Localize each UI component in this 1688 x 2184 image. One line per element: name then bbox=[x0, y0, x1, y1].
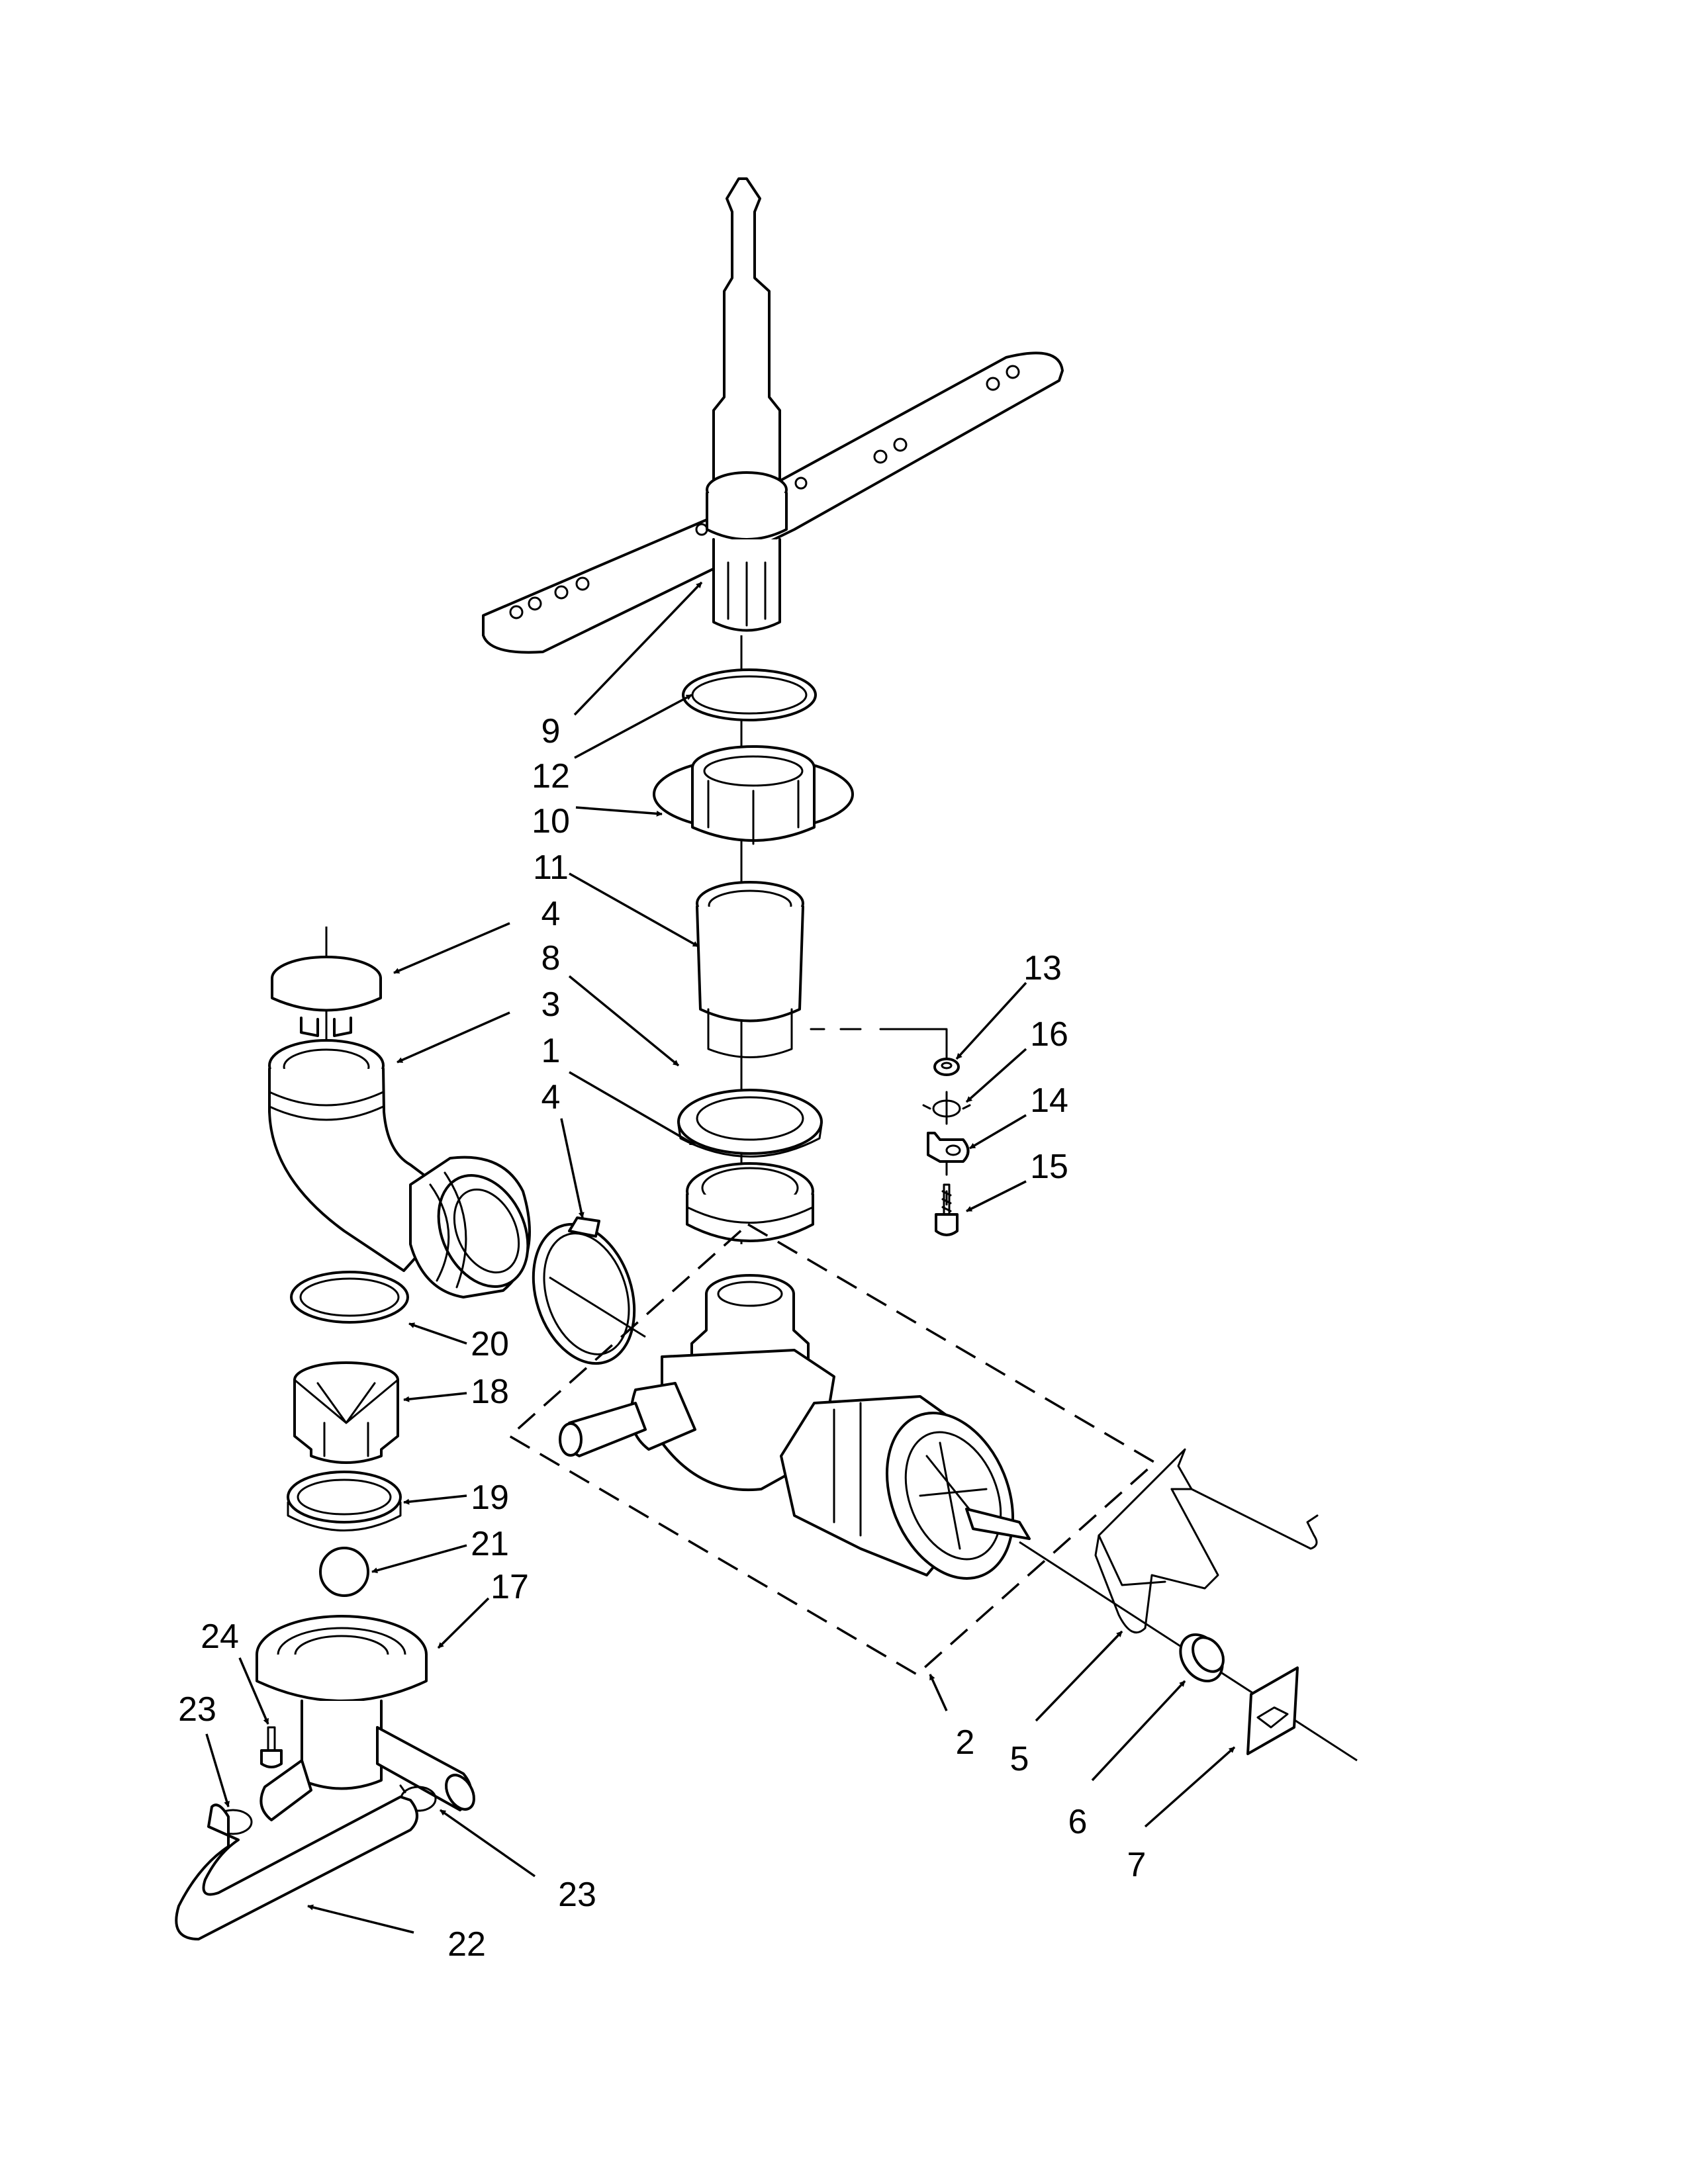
callout-10: 10 bbox=[532, 802, 570, 841]
part-20-o-ring[interactable] bbox=[290, 1271, 409, 1324]
part-8-seal[interactable] bbox=[677, 1089, 823, 1158]
callout-22: 22 bbox=[447, 1925, 486, 1964]
hardware-axis-line bbox=[810, 1028, 948, 1206]
callout-3: 3 bbox=[541, 985, 561, 1024]
callout-12: 12 bbox=[532, 757, 570, 796]
callout-23-left: 23 bbox=[178, 1690, 216, 1729]
callout-17: 17 bbox=[491, 1568, 529, 1606]
part-4-hose-clamp-upper[interactable] bbox=[271, 927, 382, 1059]
part-22-drain-hose[interactable] bbox=[175, 1796, 418, 1940]
callout-5: 5 bbox=[1010, 1740, 1029, 1778]
callout-14: 14 bbox=[1030, 1081, 1068, 1120]
part-24-screw[interactable] bbox=[260, 1726, 283, 1768]
part-16-lock-washer[interactable] bbox=[922, 1091, 971, 1125]
callout-15: 15 bbox=[1030, 1148, 1068, 1186]
part-2-frame-dashed bbox=[508, 1222, 1157, 1676]
part-4-hose-clamp-lower[interactable] bbox=[516, 1211, 651, 1377]
callout-13: 13 bbox=[1023, 949, 1062, 987]
part-7-plate[interactable] bbox=[1246, 1666, 1299, 1755]
callout-21: 21 bbox=[471, 1525, 509, 1563]
part-11-sleeve[interactable] bbox=[696, 881, 804, 1058]
callout-18: 18 bbox=[471, 1373, 509, 1411]
part-12-snap-ring[interactable] bbox=[682, 668, 817, 721]
part-17-sump-housing[interactable] bbox=[256, 1615, 480, 1821]
callout-16: 16 bbox=[1030, 1015, 1068, 1054]
part-18-filter[interactable] bbox=[293, 1361, 399, 1464]
leader-lines bbox=[205, 581, 1236, 1934]
callout-20: 20 bbox=[471, 1325, 509, 1363]
part-10-bearing-nut[interactable] bbox=[653, 745, 854, 845]
callout-2: 2 bbox=[956, 1723, 975, 1762]
callout-1: 1 bbox=[541, 1032, 561, 1070]
part-13-nut[interactable] bbox=[933, 1058, 960, 1076]
part-19-o-ring[interactable] bbox=[287, 1471, 402, 1531]
part-14-clip[interactable] bbox=[927, 1132, 970, 1163]
part-5-wire-spring[interactable] bbox=[1094, 1448, 1319, 1634]
callout-11: 11 bbox=[533, 848, 569, 887]
callout-4-upper: 4 bbox=[541, 895, 561, 933]
part-1-gasket[interactable] bbox=[686, 1162, 814, 1242]
part-15-screw[interactable] bbox=[935, 1183, 959, 1236]
part-2-pump-motor-assembly[interactable] bbox=[559, 1274, 1036, 1597]
callout-8: 8 bbox=[541, 939, 561, 978]
callout-7: 7 bbox=[1127, 1846, 1147, 1884]
callout-6: 6 bbox=[1068, 1803, 1088, 1841]
callout-4-lower: 4 bbox=[541, 1078, 561, 1116]
part-9-spray-arm[interactable] bbox=[482, 177, 1064, 654]
part-3-elbow-hose[interactable] bbox=[268, 1039, 545, 1301]
callout-9: 9 bbox=[541, 712, 561, 751]
callout-24: 24 bbox=[201, 1617, 239, 1656]
part-6-grommet[interactable] bbox=[1172, 1627, 1231, 1689]
callout-23-right: 23 bbox=[558, 1876, 596, 1914]
callout-19: 19 bbox=[471, 1479, 509, 1517]
part-21-check-ball[interactable] bbox=[319, 1547, 369, 1597]
hose-axis-line bbox=[549, 1276, 646, 1338]
